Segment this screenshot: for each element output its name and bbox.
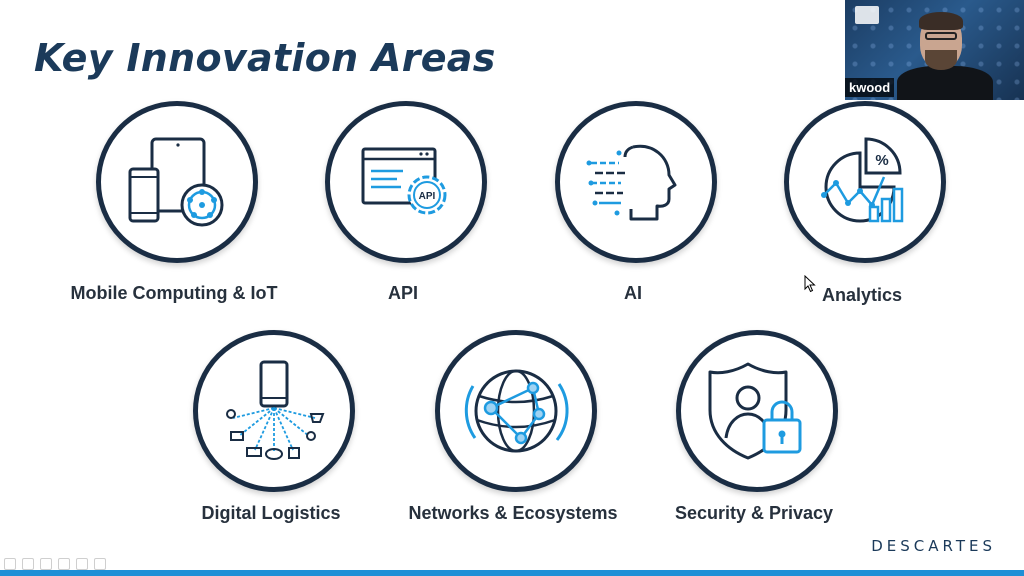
- ai-head-icon: [586, 144, 677, 221]
- analytics-circle: %: [784, 101, 946, 263]
- mobile-iot-icon: [128, 137, 224, 227]
- tile-label: Mobile Computing & IoT: [70, 283, 278, 303]
- presenter-hair: [919, 12, 963, 30]
- toolbar-prev-icon[interactable]: [4, 558, 16, 570]
- presenter-glasses: [925, 32, 957, 40]
- company-logo: DESCARTES: [871, 537, 996, 555]
- toolbar-next-icon[interactable]: [22, 558, 34, 570]
- tile-label: Analytics: [821, 285, 903, 305]
- tile-label: Digital Logistics: [201, 503, 341, 523]
- digital-logistics-circle: [193, 330, 355, 492]
- api-gear-icon: API: [361, 147, 447, 215]
- event-badge-icon: [855, 6, 879, 24]
- tile-label: API: [387, 283, 418, 303]
- ai-circle: [555, 101, 717, 263]
- presenter-beard: [925, 50, 957, 70]
- digital-logistics-icon: [226, 360, 325, 460]
- bottom-accent-bar: [0, 570, 1024, 576]
- network-globe-icon: [464, 369, 569, 453]
- tile-label: Networks & Ecosystems: [408, 503, 618, 523]
- toolbar-more-icon[interactable]: [94, 558, 106, 570]
- security-circle: [676, 330, 838, 492]
- svg-text:%: %: [875, 152, 888, 169]
- presenter-body: [897, 66, 993, 100]
- tile-label: Security & Privacy: [674, 503, 834, 523]
- toolbar-slides-icon[interactable]: [58, 558, 70, 570]
- svg-text:API: API: [419, 191, 436, 202]
- participant-name-tag: kwood: [845, 78, 895, 97]
- mouse-cursor-icon: [804, 275, 816, 293]
- mobile-iot-circle: [96, 101, 258, 263]
- network-circle: [435, 330, 597, 492]
- api-circle: API: [325, 101, 487, 263]
- toolbar-pen-icon[interactable]: [40, 558, 52, 570]
- toolbar-zoom-icon[interactable]: [76, 558, 88, 570]
- presentation-toolbar[interactable]: [4, 558, 134, 570]
- analytics-chart-icon: %: [821, 137, 904, 223]
- presenter-video[interactable]: kwood: [845, 0, 1024, 100]
- security-shield-lock-icon: [708, 362, 802, 460]
- slide-title: Key Innovation Areas: [34, 36, 496, 80]
- tile-label: AI: [624, 283, 642, 303]
